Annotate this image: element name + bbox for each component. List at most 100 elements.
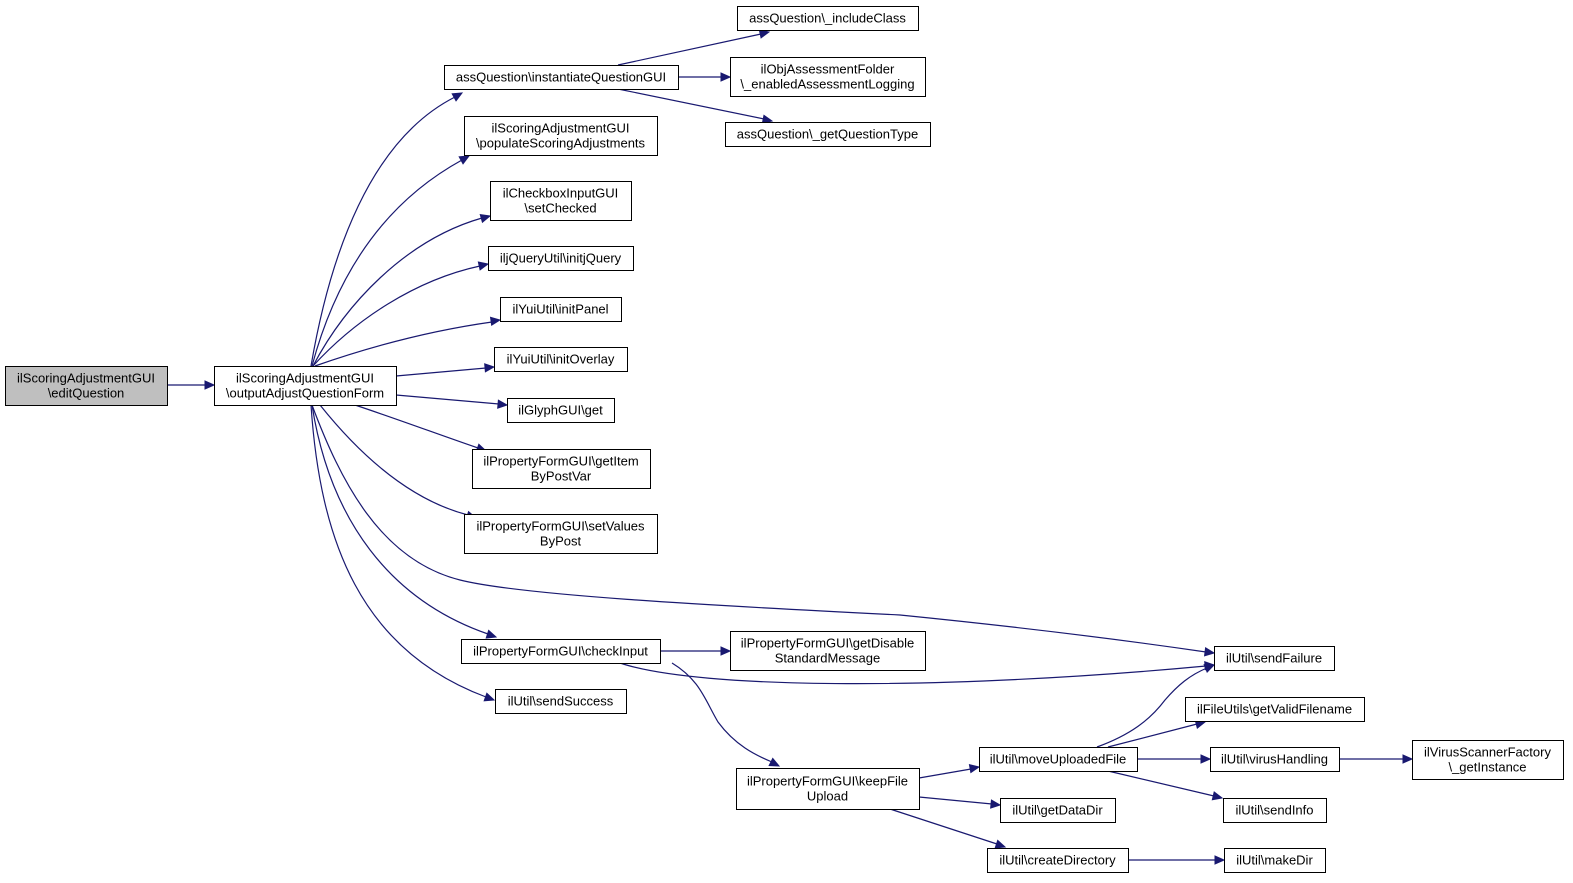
node-n16[interactable]: ilPropertyFormGUI\getDisableStandardMess… xyxy=(730,631,926,671)
node-box xyxy=(1185,697,1365,722)
arrowhead-icon xyxy=(483,692,496,702)
node-box xyxy=(1214,646,1335,671)
node-box xyxy=(464,514,658,554)
edge-line xyxy=(918,796,993,805)
node-box xyxy=(1412,740,1564,780)
node-n5[interactable]: iljQueryUtil\initjQuery xyxy=(488,246,634,271)
node-n0[interactable]: ilScoringAdjustmentGUI\editQuestion xyxy=(5,366,168,406)
edge-n2-to-n14 xyxy=(678,72,732,82)
edge-line xyxy=(889,808,998,845)
node-n12[interactable]: ilUtil\sendSuccess xyxy=(495,689,627,714)
edge-line xyxy=(319,404,469,516)
node-n22[interactable]: ilFileUtils\getValidFilename xyxy=(1185,697,1365,722)
arrowhead-icon xyxy=(458,155,471,165)
edge-n17-to-n20 xyxy=(918,796,1002,809)
edge-n1-to-n10 xyxy=(319,404,478,520)
node-label-line: \_getInstance xyxy=(1448,760,1526,775)
node-label-line: ilUtil\sendFailure xyxy=(1226,651,1322,666)
node-label-line: ilPropertyFormGUI\keepFile xyxy=(747,774,908,789)
node-label-line: \populateScoringAdjustments xyxy=(476,136,646,151)
arrowhead-icon xyxy=(204,380,216,390)
node-label-line: ilUtil\sendInfo xyxy=(1235,803,1313,818)
node-box xyxy=(725,122,931,147)
node-n19[interactable]: ilUtil\moveUploadedFile xyxy=(979,747,1138,772)
node-label-line: assQuestion\_getQuestionType xyxy=(737,127,918,142)
edge-n17-to-n21 xyxy=(889,808,1007,849)
node-n24[interactable]: ilUtil\sendInfo xyxy=(1223,798,1327,823)
node-box xyxy=(488,246,634,271)
node-n26[interactable]: ilVirusScannerFactory\_getInstance xyxy=(1412,740,1564,780)
arrowhead-icon xyxy=(484,363,496,373)
edge-line xyxy=(314,321,493,367)
arrowhead-icon xyxy=(479,213,492,224)
edge-n1-to-n18 xyxy=(311,404,1216,657)
edge-line xyxy=(310,404,487,698)
node-n21[interactable]: ilUtil\createDirectory xyxy=(987,848,1129,873)
node-n11[interactable]: ilPropertyFormGUI\checkInput xyxy=(461,639,661,664)
node-box xyxy=(730,631,926,671)
arrowhead-icon xyxy=(477,261,490,271)
node-n23[interactable]: ilUtil\virusHandling xyxy=(1210,747,1340,772)
node-label-line: ilScoringAdjustmentGUI xyxy=(236,371,374,386)
node-label-line: ilPropertyFormGUI\setValues xyxy=(476,519,645,534)
arrowhead-icon xyxy=(1402,754,1414,764)
node-n20[interactable]: ilUtil\getDataDir xyxy=(1000,798,1116,823)
edge-line xyxy=(671,662,773,763)
node-n6[interactable]: ilYuiUtil\initPanel xyxy=(500,297,622,322)
node-label-line: ByPostVar xyxy=(531,469,592,484)
node-box xyxy=(444,65,679,90)
node-label-line: \_enabledAssessmentLogging xyxy=(740,77,914,92)
node-n18[interactable]: ilUtil\sendFailure xyxy=(1214,646,1335,671)
edges-layer xyxy=(167,29,1414,865)
edge-n1-to-n3 xyxy=(311,155,471,367)
node-label-line: ilPropertyFormGUI\getDisable xyxy=(741,636,914,651)
node-label-line: ilUtil\moveUploadedFile xyxy=(990,752,1127,767)
node-box xyxy=(472,449,651,489)
node-n1[interactable]: ilScoringAdjustmentGUI\outputAdjustQuest… xyxy=(214,366,397,406)
node-label-line: ilUtil\sendSuccess xyxy=(508,694,614,709)
edge-n1-to-n9 xyxy=(354,404,488,453)
node-n25[interactable]: ilUtil\makeDir xyxy=(1224,848,1326,873)
node-n14[interactable]: ilObjAssessmentFolder\_enabledAssessment… xyxy=(730,57,926,97)
edge-n1-to-n4 xyxy=(312,213,492,367)
edge-n19-to-n18 xyxy=(1096,664,1216,748)
node-label-line: ilUtil\virusHandling xyxy=(1221,752,1328,767)
node-label-line: ilScoringAdjustmentGUI xyxy=(17,371,155,386)
arrowhead-icon xyxy=(761,114,774,124)
node-box xyxy=(494,347,628,372)
node-box xyxy=(730,57,926,97)
node-n7[interactable]: ilYuiUtil\initOverlay xyxy=(494,347,628,372)
node-box xyxy=(1223,798,1327,823)
node-box xyxy=(500,297,622,322)
arrowhead-icon xyxy=(720,646,732,656)
node-label-line: ilPropertyFormGUI\getItem xyxy=(483,454,638,469)
node-label-line: ilYuiUtil\initOverlay xyxy=(507,352,615,367)
arrowhead-icon xyxy=(758,29,771,39)
edge-line xyxy=(312,217,483,367)
edge-line xyxy=(311,404,1207,653)
node-label-line: assQuestion\instantiateQuestionGUI xyxy=(456,70,666,85)
arrowhead-icon xyxy=(968,763,981,774)
edge-line xyxy=(354,404,479,449)
arrowhead-icon xyxy=(1200,754,1212,764)
node-n2[interactable]: assQuestion\instantiateQuestionGUI xyxy=(444,65,679,90)
node-n13[interactable]: assQuestion\_includeClass xyxy=(737,6,919,31)
edge-n23-to-n26 xyxy=(1339,754,1414,764)
node-box xyxy=(507,398,615,423)
node-label-line: ilPropertyFormGUI\checkInput xyxy=(473,644,648,659)
edge-n11-to-n17 xyxy=(671,662,781,767)
node-n15[interactable]: assQuestion\_getQuestionType xyxy=(725,122,931,147)
arrowhead-icon xyxy=(1203,664,1216,673)
node-n4[interactable]: ilCheckboxInputGUI\setChecked xyxy=(490,181,632,221)
node-box xyxy=(214,366,397,406)
node-n3[interactable]: ilScoringAdjustmentGUI\populateScoringAd… xyxy=(464,116,658,156)
arrowhead-icon xyxy=(1211,791,1224,801)
node-label-line: ilGlyphGUI\get xyxy=(518,403,603,418)
node-n8[interactable]: ilGlyphGUI\get xyxy=(507,398,615,423)
node-label-line: assQuestion\_includeClass xyxy=(749,11,906,26)
node-label-line: \setChecked xyxy=(524,201,596,216)
